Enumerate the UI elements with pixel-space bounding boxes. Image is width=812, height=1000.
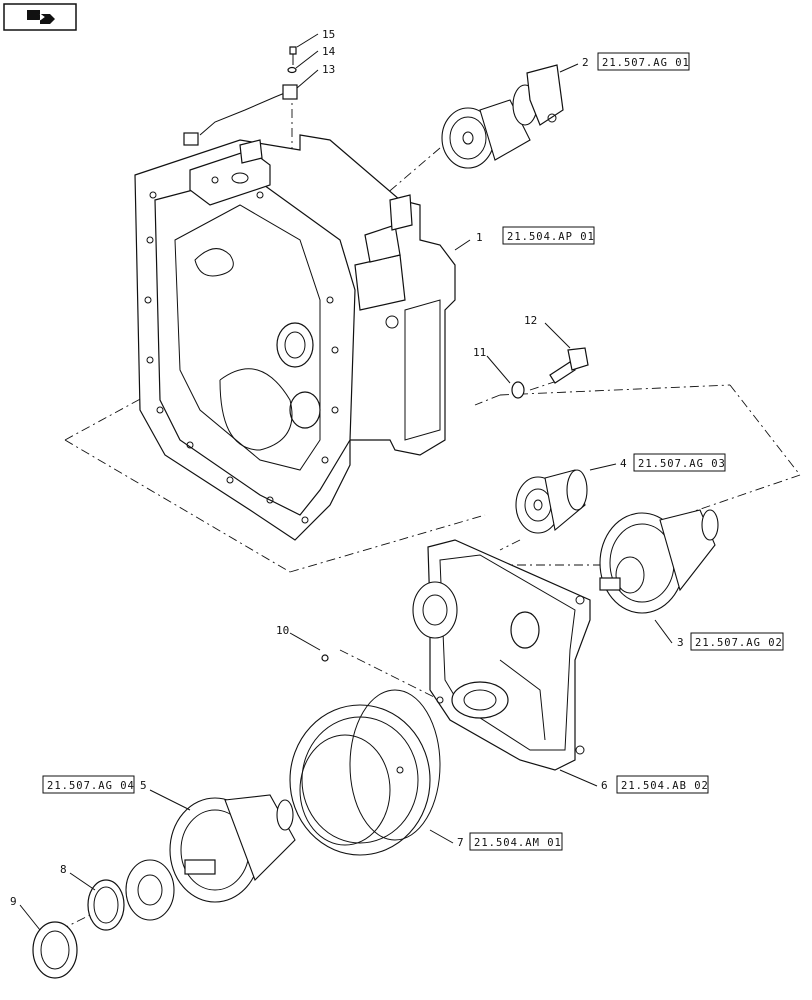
reference-link-4[interactable]: 21.507.AG 03 — [633, 453, 726, 472]
transmission-housing — [134, 134, 456, 541]
reference-link-7[interactable]: 21.504.AM 01 — [469, 832, 563, 851]
callout-5: 5 — [140, 779, 147, 792]
snap-ring-8 — [87, 879, 125, 931]
reference-text: 21.504.AP 01 — [507, 231, 595, 243]
reference-text: 21.507.AG 01 — [602, 57, 690, 69]
gear-shaft-3 — [599, 509, 719, 614]
reference-text: 21.507.AG 02 — [695, 637, 783, 649]
nav-icon-box[interactable] — [3, 3, 77, 31]
callout-4: 4 — [620, 457, 627, 470]
shaft-assembly-2 — [441, 64, 564, 169]
callout-labels: 1 2 3 4 5 6 7 8 9 10 11 12 13 14 15 — [10, 28, 684, 908]
reference-text: 21.504.AM 01 — [474, 837, 562, 849]
reference-text: 21.507.AG 03 — [638, 458, 726, 470]
callout-2: 2 — [582, 56, 589, 69]
ring-gear-7 — [289, 689, 441, 856]
callout-13: 13 — [322, 63, 335, 76]
reference-link-3[interactable]: 21.507.AG 02 — [690, 632, 784, 651]
callout-6: 6 — [601, 779, 608, 792]
callout-10: 10 — [276, 624, 289, 637]
callout-11: 11 — [473, 346, 486, 359]
callout-7: 7 — [457, 836, 464, 849]
callout-12: 12 — [524, 314, 537, 327]
lock-nut-9 — [32, 921, 78, 979]
reference-link-6[interactable]: 21.504.AB 02 — [616, 775, 709, 794]
sensor-assembly — [183, 46, 298, 146]
cover-plate-6 — [412, 539, 591, 771]
callout-9: 9 — [10, 895, 17, 908]
callout-14: 14 — [322, 45, 336, 58]
pinion-gear-4 — [515, 469, 588, 534]
reference-link-1[interactable]: 21.504.AP 01 — [502, 226, 595, 245]
callout-8: 8 — [60, 863, 67, 876]
reference-link-5[interactable]: 21.507.AG 04 — [42, 775, 135, 794]
reference-link-2[interactable]: 21.507.AG 01 — [597, 52, 690, 71]
leader-lines — [19, 33, 673, 931]
callout-15: 15 — [322, 28, 335, 41]
bolt-and-washer — [511, 347, 589, 399]
reference-text: 21.507.AG 04 — [47, 780, 135, 792]
pin-10 — [321, 654, 329, 662]
reference-text: 21.504.AB 02 — [621, 780, 709, 792]
callout-3: 3 — [677, 636, 684, 649]
callout-1: 1 — [476, 231, 483, 244]
planetary-shaft-5 — [125, 794, 296, 921]
